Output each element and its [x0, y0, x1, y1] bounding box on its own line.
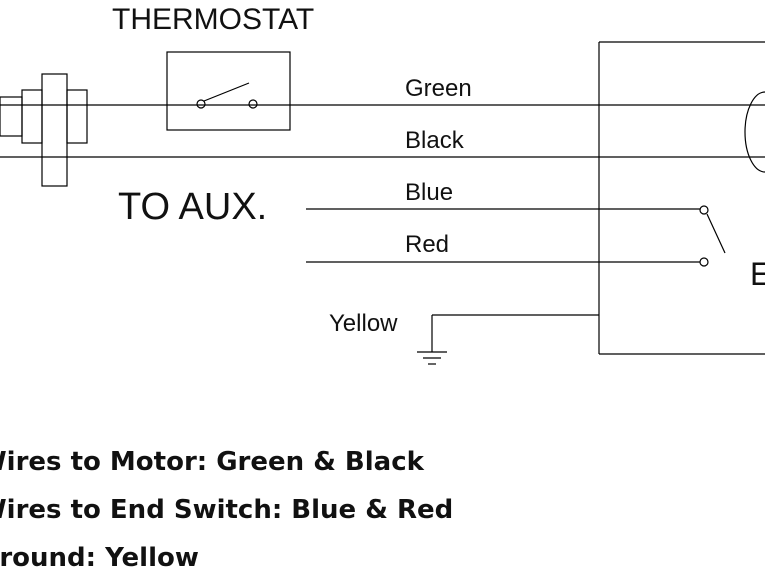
red-label: Red [405, 231, 449, 258]
legend-end-switch: Wires to End Switch: Blue & Red [0, 495, 454, 525]
blue-label: Blue [405, 179, 453, 206]
ground-wire [417, 314, 599, 365]
motor-enclosure [598, 41, 765, 355]
green-label: Green [405, 75, 472, 102]
thermostat-label: THERMOSTAT [112, 3, 314, 36]
black-label: Black [405, 127, 465, 154]
thermostat-switch [166, 51, 291, 131]
enclosure-label: E [750, 256, 765, 292]
motor-arc [744, 91, 765, 173]
to-aux-label: TO AUX. [118, 186, 267, 228]
cable-connector [0, 73, 88, 187]
legend-ground: Ground: Yellow [0, 543, 199, 573]
yellow-label: Yellow [329, 310, 398, 337]
legend-motor: Wires to Motor: Green & Black [0, 447, 424, 477]
end-switch [699, 205, 726, 267]
